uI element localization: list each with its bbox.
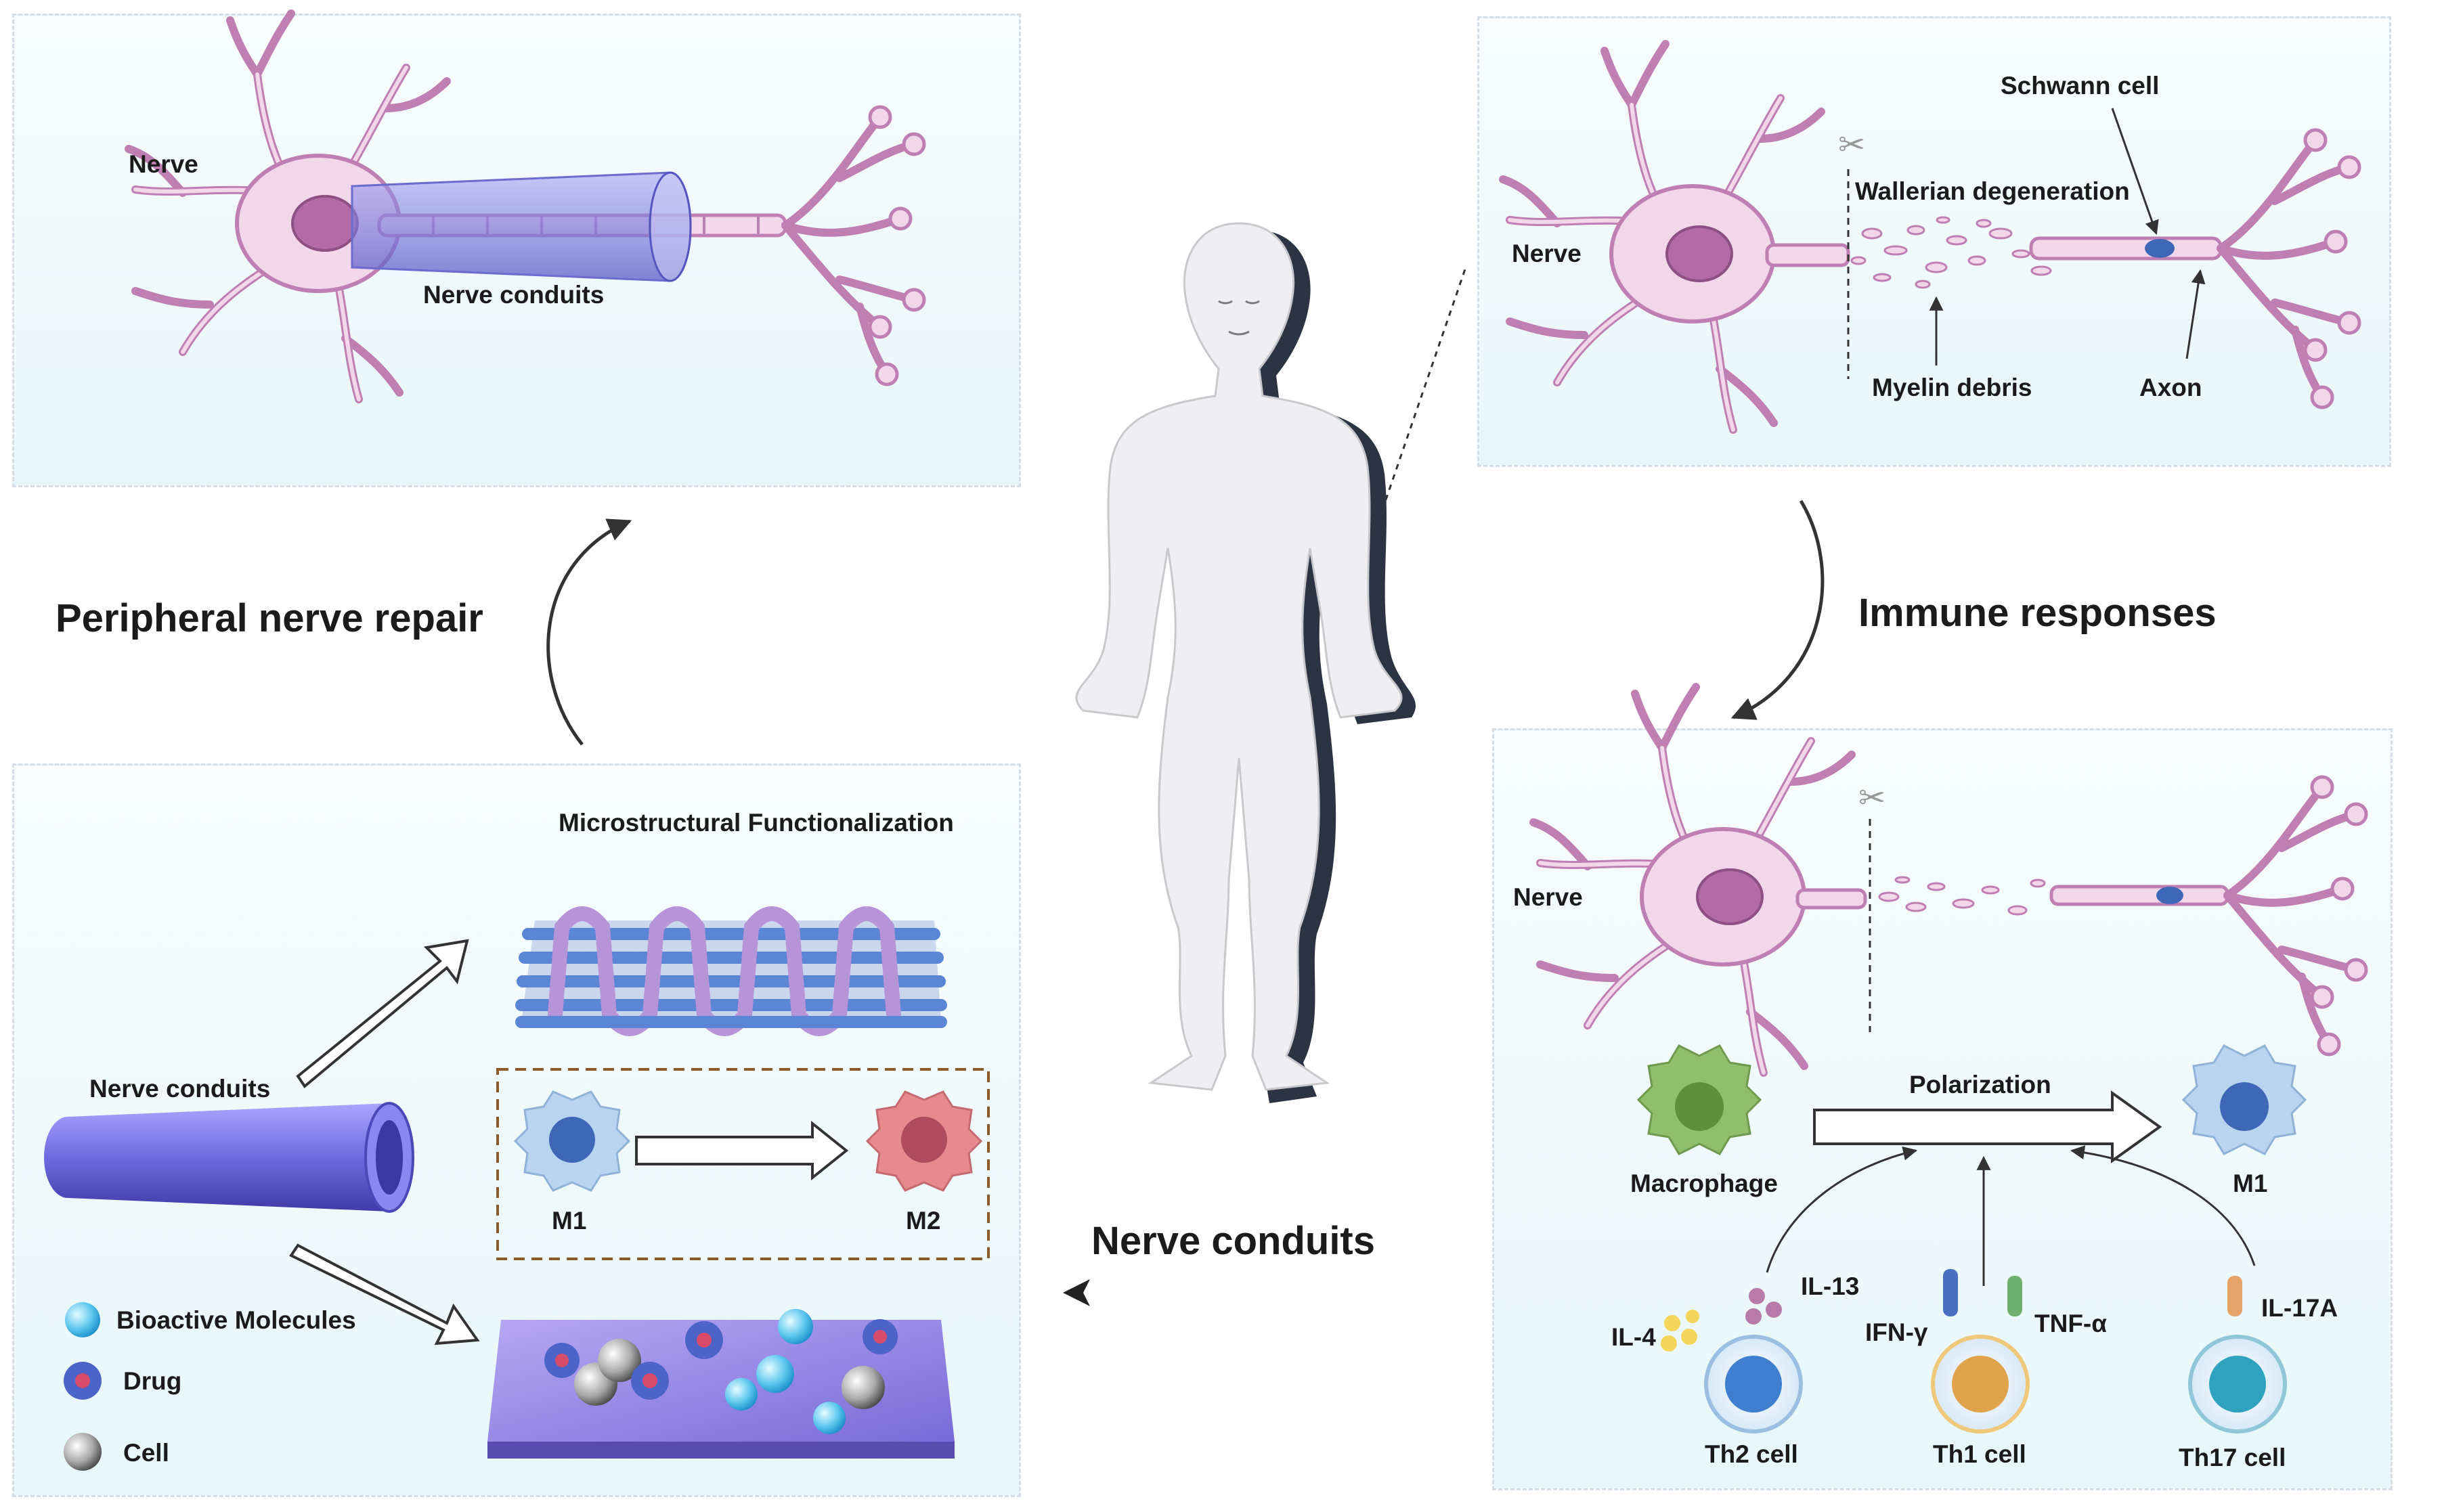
label-myelin-debris: Myelin debris xyxy=(1872,374,2032,401)
m1-m2-box xyxy=(496,1068,990,1260)
label-nerve-immune-panel: Nerve xyxy=(1513,883,1583,911)
human-figure xyxy=(1075,222,1416,1103)
neuron-with-conduit xyxy=(129,14,924,399)
cytokines xyxy=(1661,1269,2242,1352)
label-nerve-conduits-left: Nerve conduits xyxy=(89,1075,271,1103)
particle-plate xyxy=(487,1309,955,1459)
label-ifn-gamma: IFN-γ xyxy=(1865,1318,1928,1346)
drug-icon xyxy=(64,1362,102,1400)
heading-nerve-conduits: Nerve conduits xyxy=(1091,1219,1375,1263)
injured-neuron: ✂ xyxy=(1503,44,2359,430)
hollow-arrow-up xyxy=(296,939,469,1088)
label-m2: M2 xyxy=(906,1207,941,1235)
label-th1-cell: Th1 cell xyxy=(1933,1440,2026,1468)
legend-bioactive-molecules: Bioactive Molecules xyxy=(116,1306,356,1334)
label-wallerian-degeneration: Wallerian degeneration xyxy=(1855,177,2130,205)
label-il-13: IL-13 xyxy=(1801,1272,1860,1300)
label-schwann-cell: Schwann cell xyxy=(2001,72,2160,99)
m1-cell-conduit xyxy=(513,1090,631,1192)
legend-drug: Drug xyxy=(123,1367,182,1395)
m1-cell-immune xyxy=(2181,1044,2307,1155)
label-nerve-repair-panel: Nerve xyxy=(129,150,198,178)
legend-icons xyxy=(64,1302,102,1471)
microstructure-mesh xyxy=(515,906,947,1036)
heading-peripheral-nerve-repair: Peripheral nerve repair xyxy=(56,596,483,640)
cell-icon xyxy=(64,1433,102,1471)
arrow-to-immune xyxy=(1730,499,1825,720)
polarization-arrow xyxy=(1813,1090,2162,1163)
macrophage-cell xyxy=(1636,1044,1762,1155)
t-cells xyxy=(1704,1335,2287,1433)
label-microstructural-functionalization: Microstructural Functionalization xyxy=(559,809,954,837)
label-th2-cell: Th2 cell xyxy=(1705,1440,1798,1468)
label-m1-immune: M1 xyxy=(2233,1170,2268,1197)
solid-conduit xyxy=(44,1102,414,1213)
label-m1-conduit: M1 xyxy=(552,1207,587,1235)
label-il-4: IL-4 xyxy=(1611,1323,1656,1351)
m2-cell xyxy=(865,1090,983,1192)
label-axon: Axon xyxy=(2139,374,2202,401)
label-nerve-injury-panel: Nerve xyxy=(1512,240,1582,267)
legend-cell: Cell xyxy=(123,1439,169,1467)
immune-neuron: ✂ xyxy=(1533,687,2366,1073)
bioactive-molecule-icon xyxy=(65,1302,100,1337)
arrow-to-repair xyxy=(546,518,632,746)
svg-text:✂: ✂ xyxy=(1838,127,1865,163)
svg-text:✂: ✂ xyxy=(1858,780,1885,816)
hollow-arrow-m1m2 xyxy=(635,1120,849,1181)
label-macrophage: Macrophage xyxy=(1630,1170,1778,1197)
label-polarization: Polarization xyxy=(1909,1071,2051,1098)
heading-immune-responses: Immune responses xyxy=(1858,591,2217,635)
label-tnf-alpha: TNF-α xyxy=(2034,1310,2107,1337)
hollow-arrow-down xyxy=(289,1243,480,1346)
arrow-to-conduits xyxy=(1063,1279,1469,1306)
label-th17-cell: Th17 cell xyxy=(2179,1444,2286,1471)
label-conduits-repair-panel: Nerve conduits xyxy=(423,281,605,309)
label-il-17a: IL-17A xyxy=(2261,1294,2338,1322)
